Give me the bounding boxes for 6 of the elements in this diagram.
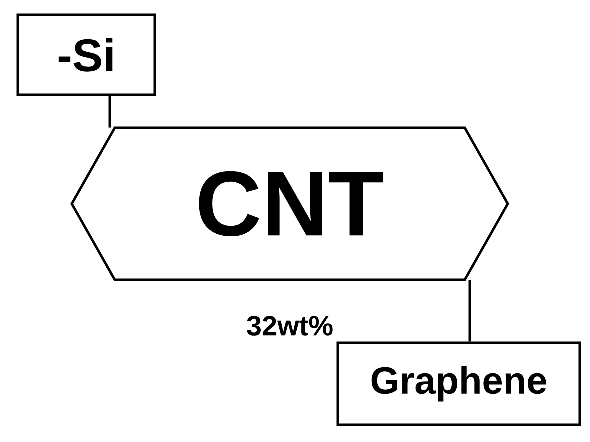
label-box: -Si — [16, 14, 156, 96]
connector-line — [468, 280, 472, 342]
hexagon-box: CNT — [70, 126, 510, 282]
percentage-label: 32wt% — [247, 316, 333, 336]
connector-line — [108, 96, 112, 128]
label-box: Graphene — [336, 342, 582, 426]
